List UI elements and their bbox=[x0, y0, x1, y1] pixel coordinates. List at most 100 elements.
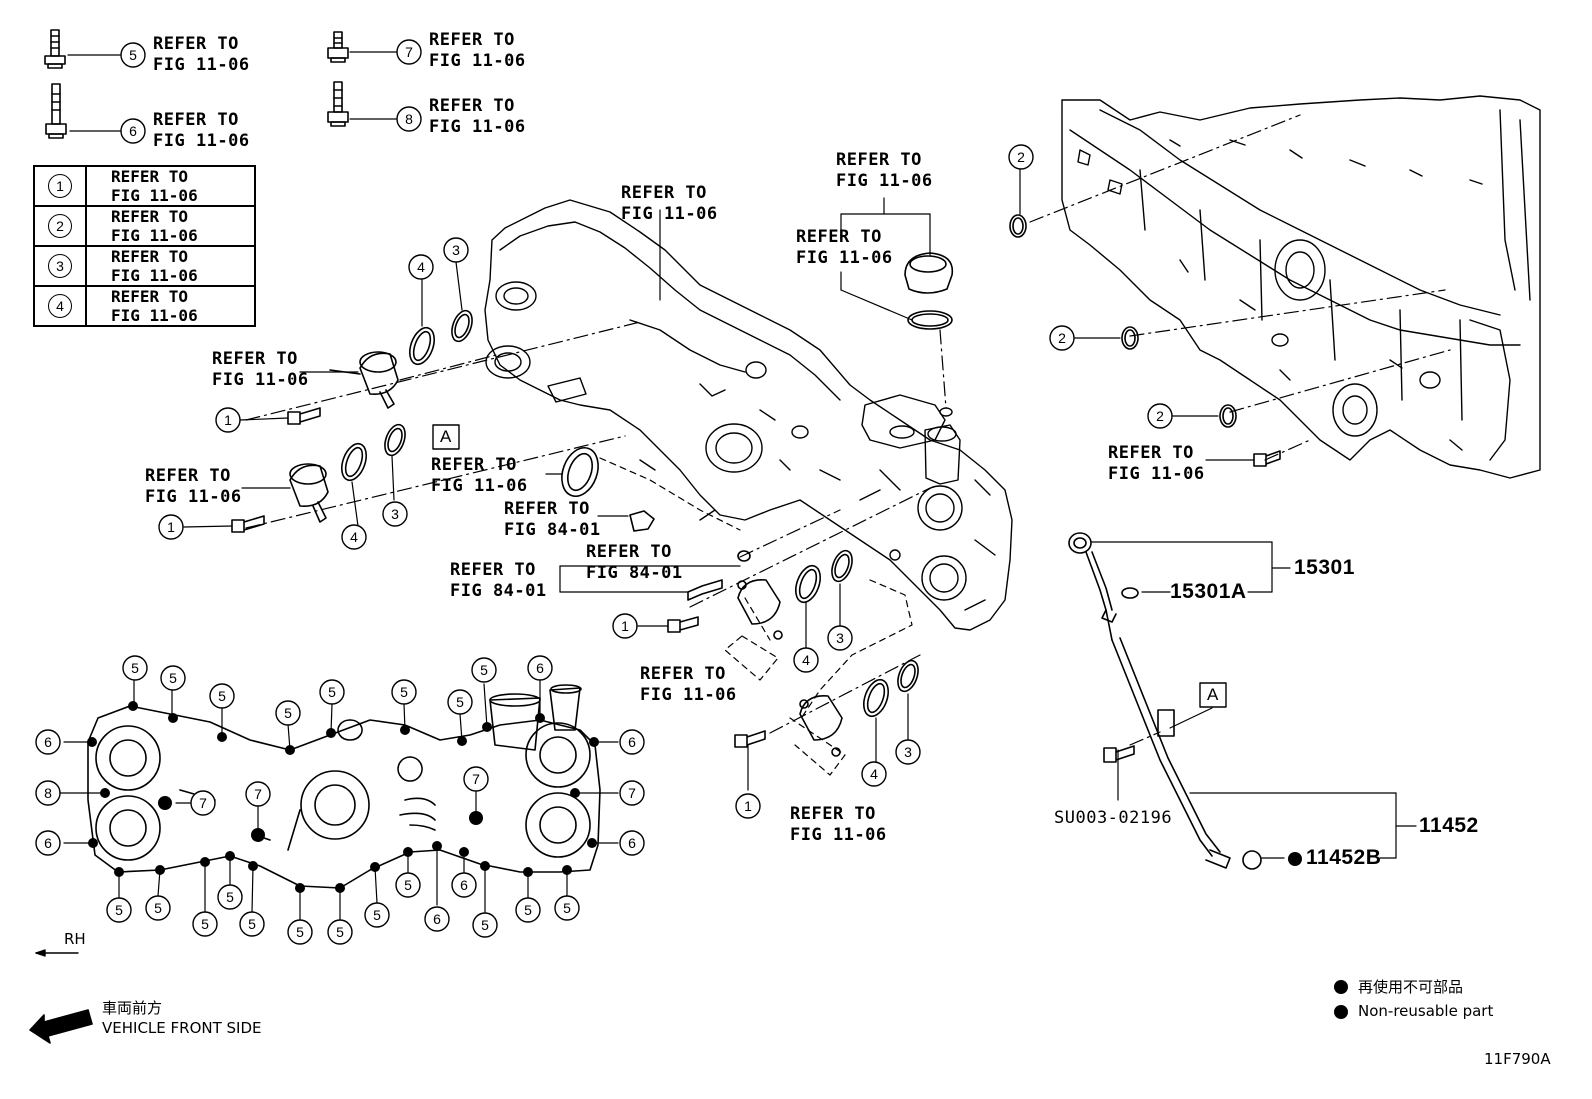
refer-label: REFER TO FIG 11-06 bbox=[640, 664, 737, 705]
callout-number: 6 bbox=[44, 835, 52, 851]
callout-number: 4 bbox=[48, 294, 72, 318]
callout-circle bbox=[612, 613, 638, 639]
callout-circle bbox=[827, 625, 853, 651]
callout-number: 5 bbox=[296, 924, 304, 940]
callout-number: 5 bbox=[226, 889, 234, 905]
oil-dipstick bbox=[1068, 532, 1262, 870]
callout-a-box bbox=[432, 424, 1227, 708]
diagram-id: 11F790A bbox=[1484, 1050, 1551, 1068]
callout-number: 4 bbox=[802, 652, 810, 668]
bolt-6-icon bbox=[45, 83, 123, 139]
callout-number: 2 bbox=[1156, 408, 1164, 424]
callout-circle bbox=[35, 830, 61, 856]
callout-circle bbox=[861, 761, 887, 787]
guide-lines bbox=[245, 114, 1451, 746]
callout-circle bbox=[472, 912, 498, 938]
callout-number: 5 bbox=[218, 688, 226, 704]
bolt-8-reference: REFER TO FIG 11-06 bbox=[429, 96, 526, 137]
refer-label: REFER TO FIG 11-06 bbox=[145, 466, 242, 507]
callout-number: 1 bbox=[621, 618, 629, 634]
callout-circle bbox=[341, 524, 367, 550]
callout-circle bbox=[735, 793, 761, 819]
vehicle-front-jp: 車両前方 bbox=[102, 999, 163, 1017]
callout-circle bbox=[364, 902, 390, 928]
callout-number: 6 bbox=[460, 877, 468, 893]
non-reusable-dot bbox=[1288, 852, 1348, 1019]
callout-circle bbox=[527, 655, 553, 681]
dashed-boxes bbox=[599, 457, 913, 776]
callout-circle bbox=[215, 407, 241, 433]
callout-number: 4 bbox=[417, 259, 425, 275]
reference-row: 3 REFER TO FIG 11-06 bbox=[33, 245, 256, 287]
callout-number: 5 bbox=[131, 660, 139, 676]
callout-number: 5 bbox=[129, 47, 137, 63]
callout-number: 8 bbox=[405, 111, 413, 127]
vehicle-front-arrow bbox=[29, 1009, 93, 1044]
legend-en: Non-reusable part bbox=[1358, 1002, 1494, 1020]
callout-circle bbox=[895, 739, 921, 765]
callout-number: 5 bbox=[481, 917, 489, 933]
refer-label: REFER TO FIG 11-06 bbox=[1108, 443, 1205, 484]
callout-circle bbox=[120, 118, 146, 144]
callout-circle bbox=[239, 911, 265, 937]
refer-label: REFER TO FIG 11-06 bbox=[836, 150, 933, 191]
callout-circle bbox=[395, 872, 421, 898]
bolt-7-reference: REFER TO FIG 11-06 bbox=[429, 30, 526, 71]
small-bolts bbox=[231, 407, 1281, 763]
reference-row: 2 REFER TO FIG 11-06 bbox=[33, 205, 256, 247]
callout-circle bbox=[793, 647, 819, 673]
callout-number: 2 bbox=[1058, 330, 1066, 346]
reference-text: REFER TO FIG 11-06 bbox=[111, 247, 198, 285]
callout-circle bbox=[245, 781, 271, 807]
callout-number: 2 bbox=[1017, 149, 1025, 165]
callout-circle bbox=[192, 911, 218, 937]
callout-circle bbox=[619, 780, 645, 806]
callout-number: 2 bbox=[48, 214, 72, 238]
callout-number: 1 bbox=[48, 174, 72, 198]
reference-row: 1 REFER TO FIG 11-06 bbox=[33, 165, 256, 207]
callout-circle bbox=[619, 729, 645, 755]
oil-control-valve-front bbox=[737, 579, 843, 757]
callout-circle bbox=[35, 729, 61, 755]
callout-number: 3 bbox=[452, 242, 460, 258]
reference-text: REFER TO FIG 11-06 bbox=[111, 287, 198, 325]
callout-number: 5 bbox=[201, 916, 209, 932]
callout-circle bbox=[471, 657, 497, 683]
callout-number: 8 bbox=[44, 785, 52, 801]
bolt-7-icon bbox=[327, 31, 399, 63]
callout-circle bbox=[1147, 403, 1173, 429]
callout-circle bbox=[158, 514, 184, 540]
callout-number: 1 bbox=[744, 798, 752, 814]
callout-number: 6 bbox=[628, 835, 636, 851]
bolt-8-icon bbox=[327, 81, 399, 127]
timing-chain-cover bbox=[484, 199, 1013, 631]
oil-filler-cap bbox=[904, 252, 954, 294]
callout-number: 6 bbox=[433, 911, 441, 927]
callout-number: 5 bbox=[456, 694, 464, 710]
callout-circle bbox=[217, 884, 243, 910]
callout-number: 3 bbox=[391, 506, 399, 522]
callout-circle bbox=[190, 790, 216, 816]
engine-block bbox=[1061, 95, 1541, 479]
rh-arrow bbox=[35, 949, 79, 957]
callout-number: 5 bbox=[154, 900, 162, 916]
callout-number: 5 bbox=[404, 877, 412, 893]
callout-circle bbox=[275, 700, 301, 726]
refer-label: REFER TO FIG 11-06 bbox=[431, 455, 528, 496]
callout-number: 5 bbox=[169, 670, 177, 686]
callout-number: 5 bbox=[480, 662, 488, 678]
callout-number: 3 bbox=[48, 254, 72, 278]
callout-circle bbox=[396, 106, 422, 132]
reference-text: REFER TO FIG 11-06 bbox=[111, 207, 198, 245]
bolt-5-icon bbox=[44, 29, 123, 69]
callout-circle bbox=[619, 830, 645, 856]
callout-number: 5 bbox=[328, 684, 336, 700]
callout-number: 6 bbox=[628, 734, 636, 750]
callout-number: 5 bbox=[248, 916, 256, 932]
callout-circle bbox=[396, 39, 422, 65]
callout-circle bbox=[554, 895, 580, 921]
cover-gasket-outline bbox=[87, 684, 601, 889]
o-rings bbox=[340, 214, 1237, 718]
part-number-15301: 15301 bbox=[1294, 556, 1355, 579]
